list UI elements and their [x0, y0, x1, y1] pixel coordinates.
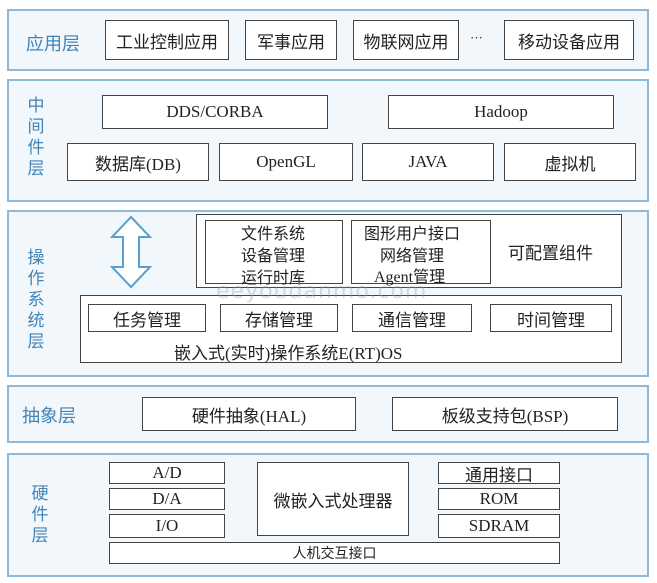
storage-management-box: 存储管理 [220, 304, 338, 332]
bsp-box: 板级支持包(BSP) [392, 397, 618, 431]
sdram-box: SDRAM [438, 514, 560, 538]
runtime-library-text: 运行时库 [241, 270, 306, 287]
industrial-control-app-box: 工业控制应用 [105, 20, 229, 60]
time-management-box: 时间管理 [490, 304, 612, 332]
device-management-text: 设备管理 [241, 248, 306, 265]
ad-box: A/D [109, 462, 225, 484]
micro-processor-box: 微嵌入式处理器 [257, 462, 409, 536]
virtual-machine-box: 虚拟机 [504, 143, 636, 181]
middleware-layer-label: 中间件层 [27, 96, 45, 179]
gui-text: 图形用户接口 [364, 226, 461, 243]
communication-management-box: 通信管理 [352, 304, 472, 332]
io-box: I/O [109, 514, 225, 538]
application-layer-label: 应用层 [26, 34, 80, 55]
java-box: JAVA [362, 143, 494, 181]
database-box: 数据库(DB) [67, 143, 209, 181]
double-arrow-icon [109, 215, 153, 289]
rtos-title: 嵌入式(实时)操作系统E(RT)OS [174, 344, 403, 363]
iot-app-box: 物联网应用 [353, 20, 459, 60]
abstraction-layer-label: 抽象层 [22, 406, 76, 427]
dds-corba-box: DDS/CORBA [102, 95, 328, 129]
da-box: D/A [109, 488, 225, 510]
col1-bracket [205, 220, 343, 284]
watermark: eeyoudanmo.com [216, 279, 428, 304]
network-management-text: 网络管理 [380, 248, 445, 265]
hal-box: 硬件抽象(HAL) [142, 397, 356, 431]
general-interface-box: 通用接口 [438, 462, 560, 485]
hmi-interface-box: 人机交互接口 [109, 542, 560, 564]
os-layer-label: 操作系统层 [27, 248, 45, 352]
rom-box: ROM [438, 488, 560, 510]
agent-management-text: Agent管理 [374, 269, 446, 286]
task-management-box: 任务管理 [88, 304, 206, 332]
mobile-device-app-box: 移动设备应用 [504, 20, 634, 60]
military-app-box: 军事应用 [245, 20, 337, 60]
opengl-box: OpenGL [219, 143, 353, 181]
col2-bracket [351, 220, 491, 284]
ellipsis-text: ··· [470, 30, 483, 45]
hadoop-box: Hadoop [388, 95, 614, 129]
hardware-layer-label: 硬件层 [31, 484, 49, 546]
file-system-text: 文件系统 [241, 226, 306, 243]
configurable-components-label: 可配置组件 [508, 244, 593, 263]
